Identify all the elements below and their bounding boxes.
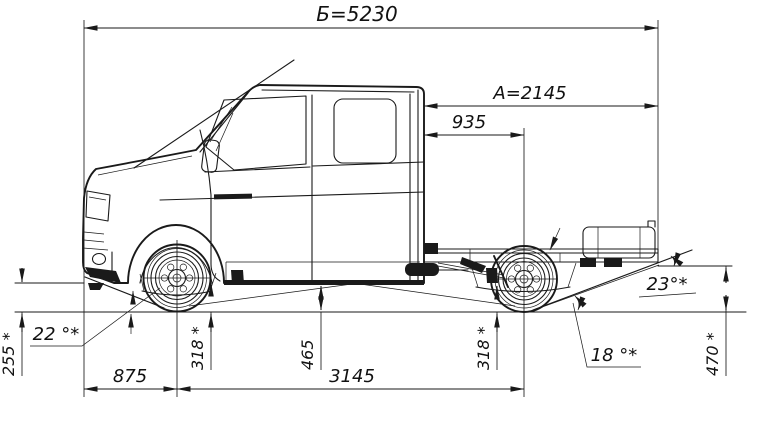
muffler [405,263,439,276]
tank-bracket-1 [580,258,596,267]
dim-front-underbody-height: 318 * [188,282,214,370]
headlight [85,190,111,222]
dim-departure-angle: 23°* [638,274,697,298]
cab-underbody-height-label: 465 [298,339,317,370]
body-crease-line [159,191,425,201]
approach-angle-leader [30,287,161,347]
cab-to-frame-end-label: А=2145 [492,83,566,104]
departure-angle-arc [670,252,684,267]
front-tire [142,243,212,313]
dim-frame-end-height: 470 * [703,266,729,376]
front-door-window [205,95,307,171]
tank-bracket-2 [604,258,622,267]
headlight-inner-line [88,196,107,201]
dim-cab-underbody-height: 465 [298,285,324,370]
front-leaf-spring [141,290,213,296]
rear-door-window [333,98,397,164]
frame-component-1 [424,243,438,254]
frame-crossmember-lines [469,249,561,262]
rear-wheel [490,245,558,313]
front-rim [154,255,200,301]
extension-lines [83,20,659,397]
front-wheel-bolts [160,263,194,293]
fuel-filler-neck [647,220,656,228]
roof-drip-rail [261,89,415,93]
dim-rear-lower-angle: 18 °* [572,302,641,368]
dim-wheelbase: 3145 [176,366,525,392]
frame-component-2 [460,257,486,273]
grille-lines [82,231,109,251]
front-face [82,190,121,290]
front-mud-flap [231,270,244,284]
rear-leaf-spring [475,286,571,293]
side-mirror [201,106,234,173]
dim-front-overhang: 875 [83,366,178,392]
cab-outline [82,84,425,284]
approach-angle-line [84,276,165,309]
frame-end-height-label: 470 * [703,332,722,376]
front-overhang-label: 875 [113,366,147,387]
dim-cab-to-axle: 935 [423,112,525,138]
front-underbody-height-label: 318 * [188,326,207,370]
wheelbase-label: 3145 [329,366,375,387]
rear-rim [502,257,546,301]
rear-spring-shackles [471,262,577,288]
tow-hook-bracket [88,283,104,290]
rear-underbody-height-label: 318 * [474,326,493,370]
underbody-ramp-lines [188,283,516,307]
front-bumper-height-label: 255 * [0,332,18,376]
rear-lower-angle-leader [572,302,641,368]
axle-leader-arrow [549,227,561,251]
overall-length-label: Б=5230 [316,2,397,26]
hood-seam [97,155,193,176]
departure-angle-label: 23°* [647,274,688,295]
rear-tire [490,245,558,313]
fog-lamp [91,252,107,266]
dim-front-bumper-height: 255 * [0,268,25,376]
departure-angle-leader [638,292,697,298]
door-step-sill-line [225,261,420,281]
belt-line [204,161,425,173]
departure-angle-line-2 [530,264,660,312]
rocker-dark-band [224,280,424,285]
chassis-frame [139,220,659,307]
rear-hub [514,269,534,289]
front-wheel [142,243,212,313]
dim-cab-to-frame-end: А=2145 [423,83,659,109]
cab-to-axle-label: 935 [452,112,486,133]
rear-wheel-bolts [507,264,541,294]
reference-lines [14,265,747,313]
approach-angle-label: 22 °* [33,324,80,345]
angle-lines [84,249,693,334]
frame-rail [423,248,659,263]
antenna-line [133,59,295,169]
departure-angle-line [532,249,693,311]
dim-overall-length: Б=5230 [83,2,659,31]
wiper-blade [199,119,225,147]
vehicle-cab [82,59,425,290]
rear-angle-arc [574,295,587,311]
rear-lower-angle-label: 18 °* [591,345,638,366]
dim-rear-underbody-height: 318 * [474,285,500,370]
dim-approach-angle: 22 °* [30,287,161,347]
nameplate-badge [213,193,253,200]
bumper-lower-shadow [85,267,121,283]
front-hub [167,268,187,288]
